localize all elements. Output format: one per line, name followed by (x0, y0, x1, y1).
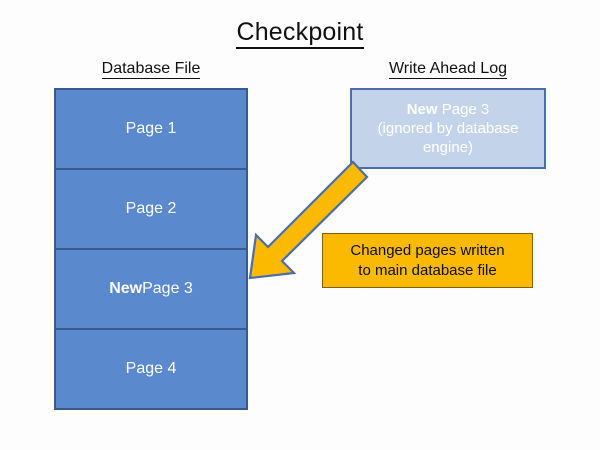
database-page-label: Page 4 (125, 360, 177, 377)
callout-changed-pages: Changed pages written to main database f… (322, 233, 533, 288)
database-file-stack: Page 1 Page 2 New Page 3 Page 4 (54, 88, 248, 410)
wal-entry-emphasis: New (406, 100, 438, 118)
callout-line-2: to main database file (358, 261, 497, 279)
page-title: Checkpoint (0, 18, 600, 49)
database-page-label: Page 2 (125, 200, 177, 217)
database-page-label-rest: Page 3 (142, 280, 193, 297)
database-file-heading-text: Database File (101, 60, 201, 79)
checkpoint-write-arrow-icon (248, 160, 369, 280)
database-page-label: Page 1 (125, 120, 177, 137)
wal-entry-rest: Page 3 (437, 100, 490, 118)
callout-text: Changed pages written to main database f… (350, 241, 504, 280)
write-ahead-log-entry: New Page 3 (ignored by database engine) (358, 100, 538, 158)
database-page-row-new: New Page 3 (56, 250, 246, 330)
database-page-row: Page 4 (56, 330, 246, 408)
write-ahead-log-heading: Write Ahead Log (350, 60, 546, 79)
write-ahead-log-heading-text: Write Ahead Log (388, 60, 507, 79)
wal-entry-note: (ignored by database engine) (377, 119, 519, 157)
callout-line-1: Changed pages written (350, 242, 505, 259)
write-ahead-log-box: New Page 3 (ignored by database engine) (350, 88, 546, 169)
database-page-label-emphasis: New (109, 280, 143, 297)
page-title-text: Checkpoint (236, 18, 364, 49)
database-file-heading: Database File (54, 60, 248, 79)
database-page-row: Page 2 (56, 170, 246, 250)
database-page-row: Page 1 (56, 90, 246, 170)
